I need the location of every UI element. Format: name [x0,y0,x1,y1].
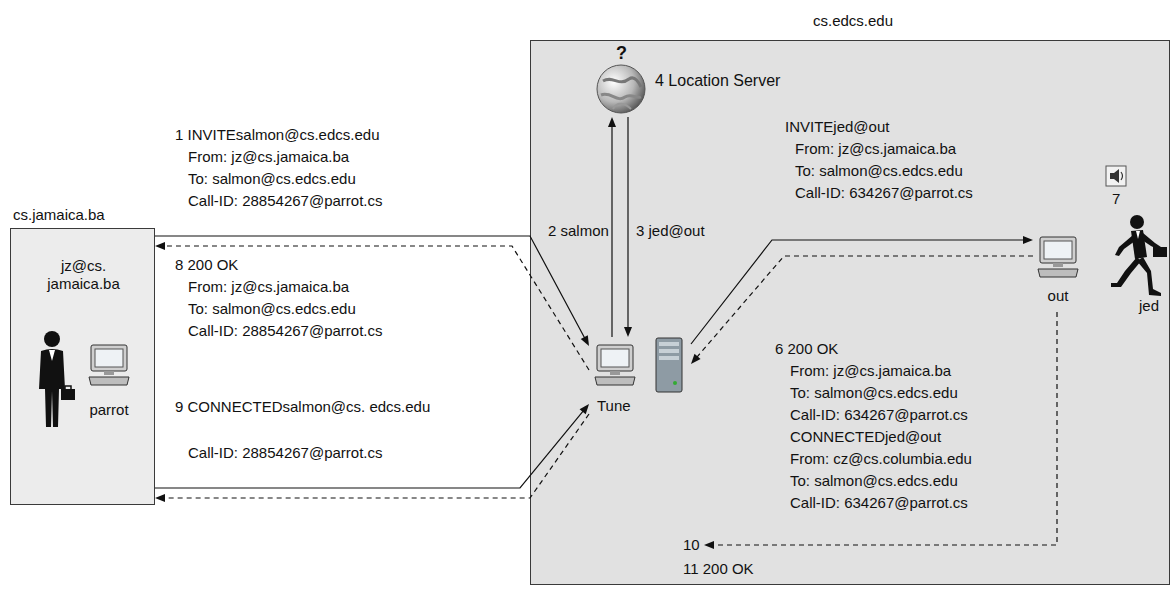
arrow-head [1023,236,1033,244]
message-field: Call-ID: 634267@parrot.cs [790,494,968,512]
message-field: To: salmon@cs.edcs.edu [795,162,963,180]
message-arrow [155,414,589,502]
message-arrow [608,117,616,337]
user-name: jed [1139,297,1159,315]
message-line [611,125,612,337]
user-address: jz@cs. jamaica.ba [31,257,136,293]
message-line [155,410,584,488]
server-icon [655,337,683,393]
arrow-head [704,541,714,549]
arrow-head [155,242,165,250]
message-field: From: jz@cs.jamaica.ba [795,140,956,158]
speaker-icon [1106,166,1126,186]
message-field: From: cz@cs.columbia.edu [790,450,972,468]
arrow-head [608,117,616,127]
message-arrow [691,236,1033,344]
callout-number: 10 [683,536,700,554]
message-field: To: salmon@cs.edcs.edu [790,472,958,490]
computer-icon [593,343,637,387]
proxy-server: Tune [589,337,691,421]
message-field: Call-ID: 28854267@parrot.cs [188,444,383,462]
message-header: 9 CONNECTEDsalmon@cs. edcs.edu [175,398,390,416]
host-computer: out [1033,233,1083,309]
message-arrow [155,236,589,346]
speaker-wave [1121,172,1123,180]
globe-icon [595,63,647,115]
message-header: 8 200 OK [175,256,238,274]
host-name: out [1048,287,1069,305]
step-label: 3 jed@out [636,222,702,240]
message-field: From: jz@cs.jamaica.ba [188,278,349,296]
message-header: 11 200 OK [683,560,754,578]
arrow-head [580,404,589,414]
message-line [163,246,589,370]
message-arrow [155,242,589,370]
message-arrow [624,117,632,337]
arrow-head [691,354,701,364]
reply-leader-line [714,312,1057,545]
arrow-head [624,327,632,337]
message-field: To: salmon@cs.edcs.edu [188,300,356,318]
message-field: From: jz@cs.jamaica.ba [790,362,951,380]
domain-box: cs.jamaica.bajz@cs. jamaica.baparrot [10,228,155,505]
message-header: CONNECTEDjed@out [790,428,941,446]
arrow-head [581,335,589,346]
domain-name: cs.edcs.edu [813,12,893,30]
server-name: 4 Location Server [655,72,780,90]
message-header: INVITEjed@out [785,118,889,136]
computer-icon [87,343,131,387]
message-field: Call-ID: 28854267@parrot.cs [188,192,383,210]
message-field: From: jz@cs.jamaica.ba [188,148,349,166]
message-field: Call-ID: 28854267@parrot.cs [188,322,383,340]
callout-number: 7 [1112,190,1120,208]
computer-icon [1036,235,1080,279]
speaker-cone [1110,169,1119,183]
message-line [696,256,1033,358]
host-computer: parrot [81,341,137,427]
running-person-figure [1095,213,1169,297]
message-line [627,117,628,329]
message-header: 6 200 OK [775,340,838,358]
message-header: 1 INVITEsalmon@cs.edcs.edu [175,126,379,144]
person-figure [27,329,77,429]
message-field: Call-ID: 634267@parrot.cs [790,406,968,424]
domain-name: cs.jamaica.ba [13,206,105,224]
host-name: parrot [89,401,128,419]
message-arrow [155,404,589,488]
question-mark: ? [616,44,627,62]
callee-person: jed [1095,213,1169,317]
speaker-frame [1106,166,1126,186]
message-field: To: salmon@cs.edcs.edu [188,170,356,188]
location-server: ? 4 Location Server [589,45,839,117]
host-name: Tune [597,397,631,415]
message-field: To: salmon@cs.edcs.edu [790,384,958,402]
message-field: Call-ID: 634267@parrot.cs [795,184,973,202]
message-line [163,414,589,498]
step-label: 2 salmon [548,222,604,240]
message-line [155,236,585,339]
message-arrow [691,256,1033,364]
arrow-head [155,494,165,502]
